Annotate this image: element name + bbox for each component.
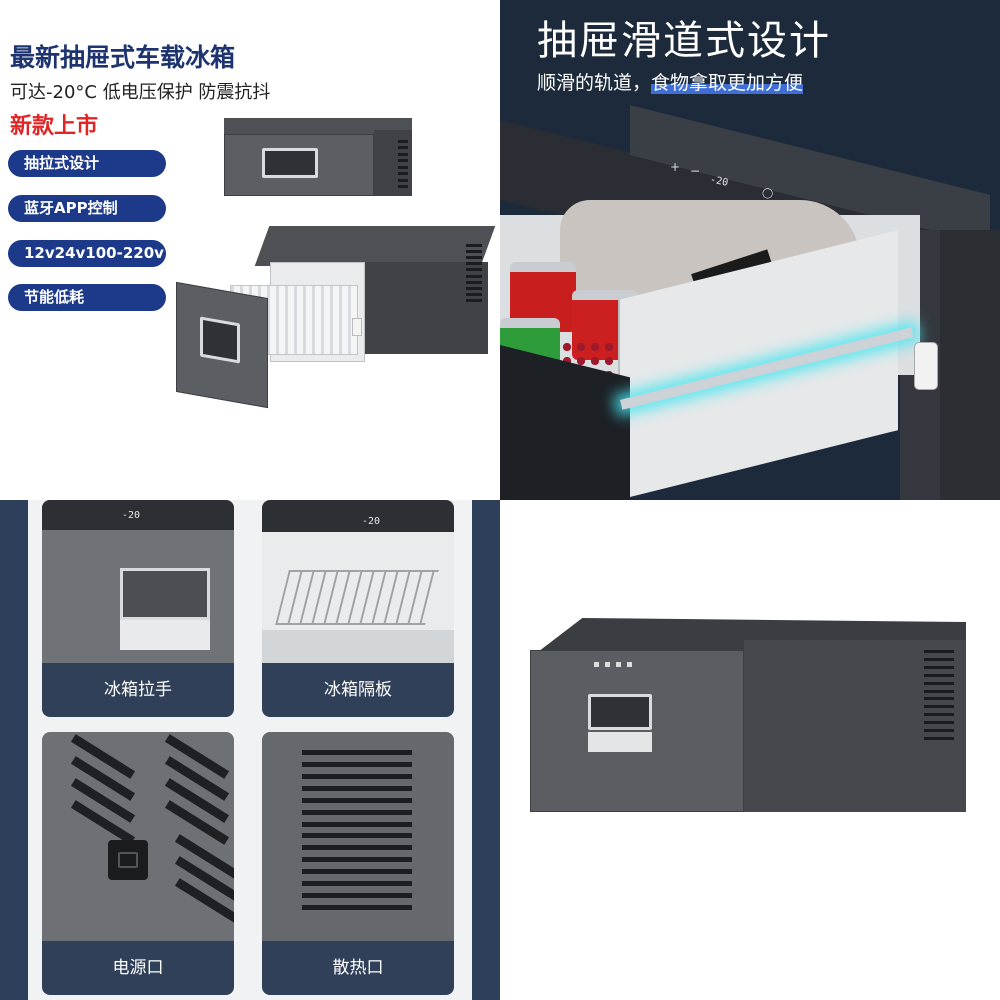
feature-pill-bluetooth: 蓝牙APP控制 xyxy=(8,195,166,222)
card-power-port-label: 电源口 xyxy=(42,941,234,995)
plus-icon: + xyxy=(670,160,681,174)
vent-grille xyxy=(302,750,412,910)
control-panel-lights xyxy=(594,652,654,667)
feature-pill-energy: 节能低耗 xyxy=(8,284,166,311)
card-handle-label: 冰箱拉手 xyxy=(42,663,234,717)
feature-pill-voltage: 12v24v100-220v xyxy=(8,240,166,267)
card-heat-vent-label: 散热口 xyxy=(262,941,454,995)
detail-cards-panel: -20 + 冰箱拉手 -20 冰箱隔板 xyxy=(0,500,500,1000)
product-subtitle: 可达-20°C 低电压保护 防震抗抖 xyxy=(10,82,271,103)
product-intro-panel: 最新抽屉式车载冰箱 可达-20°C 低电压保护 防震抗抖 新款上市 抽拉式设计 … xyxy=(0,0,500,500)
feature-pill-drawer: 抽拉式设计 xyxy=(8,150,166,177)
rail-latch xyxy=(914,342,938,390)
slide-rail-title: 抽屉滑道式设计 xyxy=(537,18,831,64)
card-shelf-label: 冰箱隔板 xyxy=(262,663,454,717)
card-heat-vent: 散热口 xyxy=(262,732,454,995)
wire-basket xyxy=(275,570,439,625)
product-render-panel xyxy=(500,500,1000,1000)
control-panel-readout: -20 xyxy=(122,510,141,521)
power-icon: ◯ xyxy=(762,188,774,199)
slide-rail-subtitle: 顺滑的轨道，食物拿取更加方便 xyxy=(537,68,804,95)
control-panel-readout: -20 xyxy=(362,516,381,527)
card-power-port: 电源口 xyxy=(42,732,234,995)
slide-rail-subtitle-highlight: 食物拿取更加方便 xyxy=(651,72,804,94)
slide-rail-subtitle-plain: 顺滑的轨道， xyxy=(537,72,652,94)
card-shelf: -20 冰箱隔板 xyxy=(262,500,454,717)
slide-rail-panel: 抽屉滑道式设计 顺滑的轨道，食物拿取更加方便 -20 + − ◯ xyxy=(500,0,1000,500)
product-title: 最新抽屉式车载冰箱 xyxy=(10,43,236,72)
power-socket-icon xyxy=(108,840,148,880)
minus-icon: − xyxy=(690,164,701,178)
new-arrival-tag: 新款上市 xyxy=(10,114,99,139)
card-handle: -20 + 冰箱拉手 xyxy=(42,500,234,717)
